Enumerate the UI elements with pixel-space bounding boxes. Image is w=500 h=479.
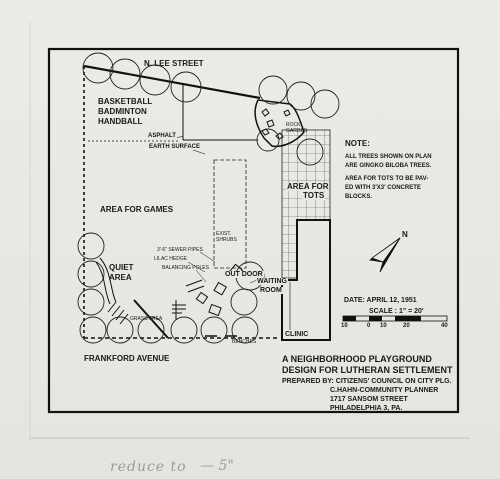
tree [77,260,105,288]
scale-tick: 40 [441,323,448,329]
tree [200,316,228,344]
street-label-top: N. LEE STREET [144,59,204,68]
building-outline [281,219,331,341]
curved-path [95,261,111,305]
tree [79,316,107,344]
sheet-border [47,47,460,414]
pencil-dimension: — 5" [200,458,234,474]
tree [296,138,324,166]
title-line: A NEIGHBORHOOD PLAYGROUND [282,354,432,364]
tree [286,81,316,111]
leader-line [175,135,184,139]
area-for-tots-label: AREA FOR [286,182,330,191]
tree [77,288,105,316]
rock-garden-label: ROCK [286,122,301,128]
north-arrow-shape [371,237,401,263]
scale-bar-segment [343,316,356,321]
sewer-pipes [185,279,205,293]
scale-tick: 0 [367,323,371,329]
quiet-area-label: QUIET [109,263,134,272]
note-line: ALL TREES SHOWN ON PLAN [345,154,432,160]
tree [109,58,141,90]
lilac-hedge-label: LILAC HEDGE [154,256,188,262]
benches [107,301,129,325]
north-arrow-label: N [402,230,408,239]
rock-garden-label: GARDEN [286,128,308,134]
waiting-room-label: WAITING [256,278,288,285]
outdoor-label: OUT DOOR [224,271,264,278]
clinic-label: CLINIC [284,331,310,338]
rock-garden-outline [254,99,305,148]
rock-garden-stones [261,108,291,140]
title-line: DESIGN FOR LUTHERAN SETTLEMENT [282,365,453,375]
trees [77,52,340,344]
balancing-poles [172,300,186,320]
tree [170,316,198,344]
benches-label: BENCHES [232,339,257,345]
north-arrow [368,237,401,273]
leader-line [199,251,216,263]
street-label-bottom: FRANKFORD AVENUE [84,354,170,363]
scale-tick: 10 [380,323,387,329]
tree [230,288,258,316]
tree [170,71,202,103]
scale-bar-segment [395,316,421,321]
tree [231,316,259,344]
play-equipment [172,263,244,337]
curved-path [99,257,117,303]
quiet-area-label: AREA [109,273,132,282]
court-label: BADMINTON [98,107,147,116]
credits-line: PREPARED BY: CITIZENS' COUNCIL ON CITY P… [282,378,452,385]
tree [106,316,134,344]
equipment-block [213,281,228,296]
note-line: ARE GINGKO BILOBA TREES. [345,163,432,169]
tree [310,89,340,119]
pencil-note: reduce to [110,459,187,475]
leader-line [195,269,207,283]
waiting-room-label: ROOM [259,287,283,294]
sewer-pipes-label: 3'-6" SEWER PIPES [157,247,203,253]
tree [139,64,171,96]
scale-bar [342,315,448,322]
tree [77,232,105,260]
dashed-structure [213,159,247,269]
area-for-games-label: AREA FOR GAMES [100,205,174,214]
scale-tick: 20 [403,323,410,329]
tree [82,52,114,84]
equipment-block [195,291,209,305]
earth-surface-label: EARTH SURFACE [148,144,202,150]
hedge-line [133,299,169,339]
note-line: BLOCKS. [345,194,372,200]
court-label: HANDBALL [98,117,143,126]
tree [256,128,280,152]
leader-line [187,261,206,273]
exist-shrubs-label: SHRUBS [216,237,237,243]
credits-line: 1717 SANSOM STREET [330,396,408,403]
exist-shrubs-label: EXIST. [216,231,232,237]
note-heading: NOTE: [345,139,370,148]
scale-tick: 10 [341,323,348,329]
court-label: BASKETBALL [98,97,153,106]
grass-area-label: GRASS AREA [130,316,163,322]
note-line: AREA FOR TOTS TO BE PAV- [345,176,429,182]
note-line: ED WITH 3'X3' CONCRETE [345,185,421,191]
tree [137,316,165,344]
asphalt-label: ASPHALT [147,133,177,139]
balancing-poles-label: BALANCING POLES [162,265,209,271]
scale-label: SCALE : 1" = 20' [369,308,424,315]
scale-bar-segment [369,316,382,321]
credits-line: PHILADELPHIA 3, PA. [330,405,403,412]
equipment-block [208,303,222,317]
credits-line: C.HAHN-COMMUNITY PLANNER [330,387,439,394]
date-label: DATE: APRIL 12, 1951 [344,297,417,304]
area-for-tots-label: TOTS [302,191,326,200]
tree [258,75,288,105]
